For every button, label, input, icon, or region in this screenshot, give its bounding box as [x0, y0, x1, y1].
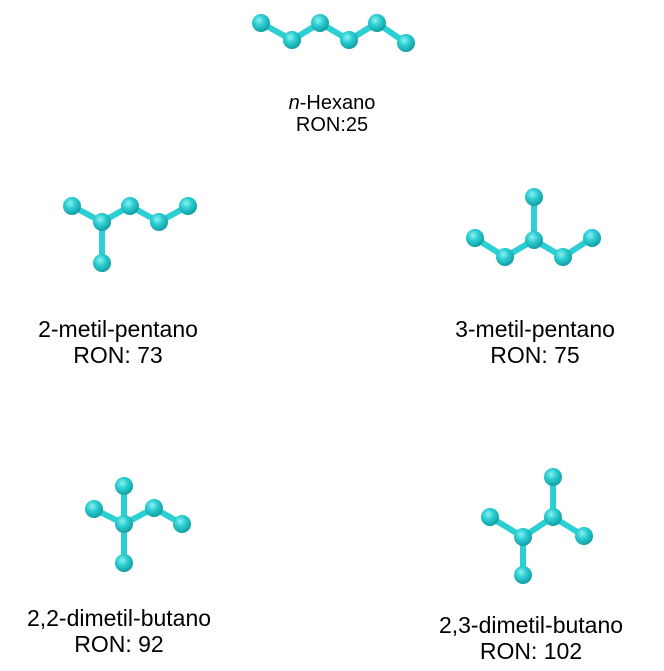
carbon-atom [481, 508, 499, 526]
molecule-hexane [252, 14, 415, 52]
carbon-atom [525, 188, 543, 206]
carbon-atom [145, 499, 163, 517]
carbon-atom [173, 515, 191, 533]
carbon-atom [583, 229, 601, 247]
ron-number: 102 [543, 637, 583, 664]
carbon-atom [115, 515, 133, 533]
carbon-atom [544, 468, 562, 486]
carbon-atom [252, 14, 270, 32]
atoms [481, 468, 593, 584]
name-rest: -Hexano [299, 92, 376, 114]
ron-label: RON: [490, 341, 548, 368]
molecule-name: 3-metil-pentano [455, 316, 615, 342]
atoms [466, 188, 601, 266]
carbon-atom [85, 500, 103, 518]
carbon-atom [514, 528, 532, 546]
label-2-2-dimethylbutane: 2,2-dimetil-butano RON: 92 [0, 605, 238, 658]
carbon-atom [575, 527, 593, 545]
label-hexane: n-Hexano RON:25 [232, 92, 432, 137]
ron-label: RON: [479, 637, 538, 664]
bonds [487, 474, 587, 578]
ron-value: RON: 73 [0, 341, 236, 369]
atoms [252, 14, 415, 52]
ron-label: RON: [295, 114, 346, 137]
ron-number: 75 [554, 341, 580, 368]
molecule-3-methylpentane [466, 188, 601, 266]
label-3-methylpentane: 3-metil-pentano RON: 75 [410, 316, 660, 369]
molecule-name: 2-metil-pentano [38, 316, 198, 342]
carbon-atom [93, 213, 111, 231]
ron-number: 92 [138, 630, 164, 657]
atoms [63, 197, 197, 272]
ron-value: RON:25 [232, 114, 432, 136]
name-prefix: n [288, 92, 300, 114]
ron-number: 25 [345, 114, 369, 137]
carbon-atom [397, 34, 415, 52]
ron-value: RON: 75 [410, 341, 660, 369]
molecule-name: n-Hexano [232, 92, 432, 114]
carbon-atom [514, 566, 532, 584]
carbon-atom [340, 31, 358, 49]
ron-value: RON: 102 [400, 637, 662, 665]
ron-label: RON: [73, 341, 131, 368]
carbon-atom [150, 213, 168, 231]
carbon-atom [496, 248, 514, 266]
molecule-name: 2,3-dimetil-butano [438, 612, 624, 638]
molecule-name: 2,2-dimetil-butano [26, 605, 212, 631]
carbon-atom [466, 229, 484, 247]
carbon-atom [368, 14, 386, 32]
bonds [91, 483, 185, 566]
carbon-atom [121, 197, 139, 215]
label-2-3-dimethylbutane: 2,3-dimetil-butano RON: 102 [400, 612, 662, 665]
ron-label: RON: [74, 630, 132, 657]
carbon-atom [93, 254, 111, 272]
carbon-atom [525, 231, 543, 249]
molecule-2-methylpentane [63, 197, 197, 272]
carbon-atom [63, 197, 81, 215]
molecule-2-2-dimethylbutane [85, 477, 191, 572]
carbon-atom [544, 508, 562, 526]
label-2-methylpentane: 2-metil-pentano RON: 73 [0, 316, 236, 369]
carbon-atom [115, 477, 133, 495]
carbon-atom [115, 554, 133, 572]
ron-number: 73 [137, 341, 163, 368]
carbon-atom [311, 14, 329, 32]
carbon-atom [554, 248, 572, 266]
molecule-2-3-dimethylbutane [481, 468, 593, 584]
carbon-atom [179, 197, 197, 215]
carbon-atom [283, 31, 301, 49]
ron-value: RON: 92 [0, 630, 238, 658]
atoms [85, 477, 191, 572]
